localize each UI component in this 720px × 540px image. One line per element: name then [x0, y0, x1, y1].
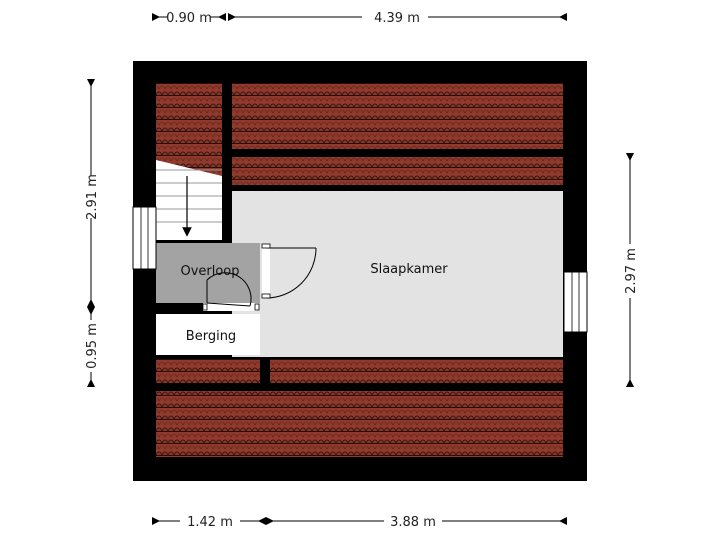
- dimension-label-top-left: 0.90 m: [166, 11, 212, 26]
- room-label-overloop: Overloop: [180, 264, 239, 279]
- dimension-label-left-lower: 0.95 m: [85, 323, 100, 369]
- bedroom-floor: [232, 191, 563, 357]
- storage-door-swing-icon: [202, 272, 260, 311]
- storage-floor: [156, 314, 260, 355]
- dimension-label-bottom-left: 1.42 m: [187, 515, 233, 530]
- dimension-label-bottom-right: 3.88 m: [390, 515, 436, 530]
- door-swing-icon: [261, 243, 317, 299]
- dimension-label-top-right: 4.39 m: [374, 11, 420, 26]
- roof-tiles-icon: [156, 83, 563, 457]
- window-icon: [132, 206, 157, 270]
- dimension-lines: [87, 13, 634, 525]
- dimension-label-left-upper: 2.91 m: [85, 174, 100, 220]
- window-right-icon: [563, 271, 588, 333]
- room-label-berging: Berging: [186, 329, 236, 344]
- dimension-label-right: 2.97 m: [624, 248, 639, 294]
- bedroom-floor-extension: [270, 244, 280, 357]
- staircase: [156, 160, 222, 240]
- landing-floor: [156, 243, 260, 303]
- room-label-slaapkamer: Slaapkamer: [370, 262, 448, 277]
